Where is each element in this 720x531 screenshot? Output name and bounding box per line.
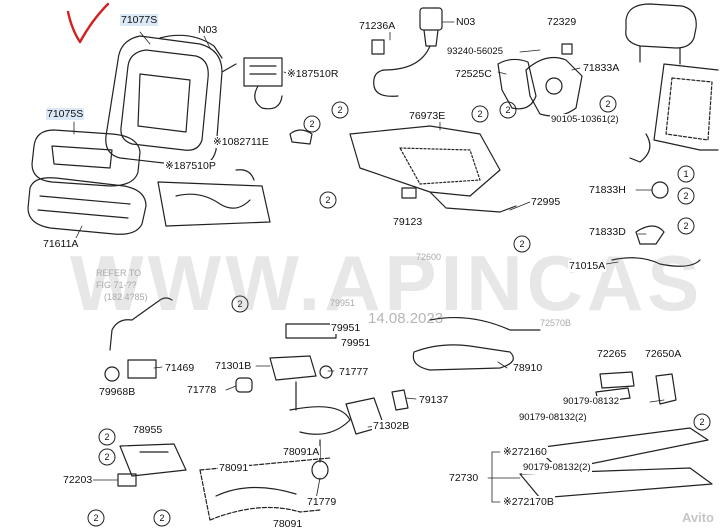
- callout-text: 2: [505, 105, 510, 115]
- part-label-72650a: 72650A: [644, 348, 683, 360]
- part-label-72265: 72265: [596, 348, 628, 360]
- part-label-76973e: 76973E: [408, 110, 447, 122]
- part-label-72995: 72995: [530, 196, 562, 208]
- seat-back-frame: [629, 63, 719, 163]
- heater-harness-back: [243, 57, 283, 110]
- lock-71302b: [289, 389, 409, 480]
- part-label-71777: 71777: [338, 366, 370, 378]
- callout-text: 2: [309, 119, 314, 129]
- part-label-90179-3: 90179-08132(2): [522, 462, 592, 474]
- part-label-78955: 78955: [132, 424, 164, 436]
- part-label-90179: 90179-08132: [562, 396, 620, 408]
- cable-71015a: [611, 257, 701, 267]
- part-label-79968b: 79968B: [98, 386, 137, 398]
- callout-text: 2: [699, 417, 704, 427]
- watermark-text: WWW.APINCAS: [70, 239, 704, 327]
- part-label-72170b: ※272170B: [502, 496, 555, 508]
- callout-text: 2: [605, 99, 610, 109]
- part-label-71833h: 71833H: [588, 184, 627, 196]
- cap-79968b: [104, 366, 120, 382]
- knob-71833h: [651, 181, 669, 199]
- part-label-93240: 93240-56025: [446, 46, 504, 58]
- part-label-79123: 79123: [392, 216, 424, 228]
- part-label-78910: 78910: [512, 362, 544, 374]
- watermark-date: 14.08.2023: [368, 310, 444, 327]
- seat-cushion-frame: [349, 125, 517, 213]
- recliner-cover: [497, 43, 583, 117]
- cable-78091: [199, 457, 331, 521]
- part-label-71611a: 71611A: [42, 238, 80, 250]
- part-label-71302b: 71302B: [372, 420, 411, 432]
- part-label-187510r: ※187510R: [286, 68, 340, 80]
- connector-clip: [289, 129, 313, 145]
- brand-watermark: Avito: [681, 510, 714, 525]
- part-label-71833a: 71833A: [582, 62, 621, 74]
- part-label-78091-b: 78091: [272, 518, 304, 530]
- ghost-ref-text: REFER TO: [96, 268, 142, 278]
- part-label-78091a: 78091A: [282, 446, 321, 458]
- red-check-mark: [66, 2, 110, 44]
- ghost-ref-text: FIG 71-??: [96, 280, 137, 290]
- part-label-72160: ※272160: [502, 446, 548, 458]
- bracket-79123: [401, 187, 417, 199]
- part-label-71015a: 71015A: [568, 260, 607, 272]
- part-label-71778: 71778: [186, 384, 218, 396]
- ghost-ref-text: 72570B: [540, 318, 572, 328]
- callout-text: 2: [93, 513, 98, 523]
- part-label-n03-buckle: N03: [455, 16, 477, 28]
- bracket-78955: [117, 443, 187, 487]
- part-label-71075s: 71075S: [46, 108, 85, 120]
- part-label-79951-b: 79951: [340, 337, 372, 349]
- part-label-72329: 72329: [546, 16, 578, 28]
- callout-text: 2: [159, 513, 164, 523]
- cable-harness: [109, 297, 173, 351]
- part-label-72525c: 72525C: [454, 68, 493, 80]
- heater-harness-cushion: [157, 169, 271, 227]
- part-label-182711e: ※1082711E: [212, 136, 270, 148]
- callout-text: 2: [325, 195, 330, 205]
- callout-circles: [87, 95, 711, 527]
- part-label-71469: 71469: [164, 362, 196, 374]
- callout-text: 2: [237, 299, 242, 309]
- callout-text: 2: [104, 432, 109, 442]
- part-label-71833d: 71833D: [588, 226, 627, 238]
- part-label-90105: 90105-10361(2): [550, 114, 620, 126]
- part-label-72203: 72203: [62, 474, 94, 486]
- part-label-71779: 71779: [306, 496, 338, 508]
- part-label-71301b: 71301B: [214, 360, 253, 372]
- seat-track: [519, 371, 713, 499]
- seat-belt-buckle: [371, 7, 443, 97]
- headrest: [625, 3, 697, 65]
- seat-cushion-pad: [27, 177, 147, 235]
- part-label-n03: N03: [197, 24, 219, 36]
- part-label-78091: 78091: [218, 462, 250, 474]
- callout-text: 1: [683, 169, 688, 179]
- part-label-79137: 79137: [418, 394, 450, 406]
- callout-text: 2: [683, 191, 688, 201]
- lever-71833d: [635, 225, 665, 245]
- part-label-71236a: 71236A: [358, 20, 397, 32]
- ghost-ref-text: 72600: [416, 252, 442, 262]
- part-label-90179-2: 90179-08132(2): [518, 412, 588, 424]
- part-label-187510p: ※187510P: [164, 160, 217, 172]
- part-label-71077s: 71077S: [120, 14, 159, 26]
- bracket-71469: [127, 359, 157, 379]
- callout-text: 2: [683, 221, 688, 231]
- part-label-72730: 72730: [448, 472, 480, 484]
- ghost-ref-text: (182 4?85): [104, 292, 148, 302]
- cable-78910: [412, 316, 541, 371]
- part-label-79951: 79951: [330, 322, 362, 334]
- callout-text: 2: [104, 452, 109, 462]
- ghost-ref-text: 79951: [330, 298, 356, 308]
- callout-text: 2: [519, 239, 524, 249]
- callout-text: 2: [477, 109, 482, 119]
- callout-text: 2: [337, 105, 342, 115]
